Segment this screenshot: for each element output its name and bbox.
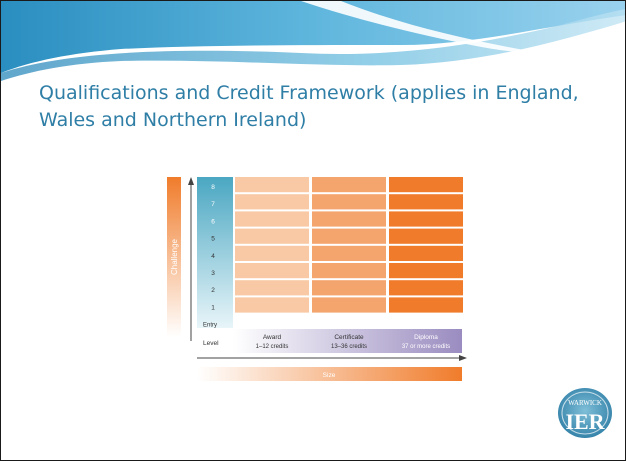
logo-main-text: IER xyxy=(565,409,605,434)
size-gradient-band xyxy=(197,367,462,381)
grid-cell xyxy=(235,280,309,296)
grid-cell xyxy=(235,194,309,210)
column-name-label: Certificate xyxy=(334,334,364,341)
grid-cell xyxy=(389,211,463,227)
column-credits-label: 1–12 credits xyxy=(256,344,289,350)
grid-cell xyxy=(389,194,463,210)
grid-cell xyxy=(235,297,309,313)
column-credits-label: 13–36 credits xyxy=(331,344,367,350)
column-name-label: Award xyxy=(263,334,282,341)
grid-cell xyxy=(235,263,309,279)
grid-cell xyxy=(312,245,386,261)
header-swoosh xyxy=(1,1,625,81)
size-axis-label: Size xyxy=(323,372,336,379)
footer-band xyxy=(233,329,462,353)
grid-cell xyxy=(389,280,463,296)
grid-cell xyxy=(312,297,386,313)
level-label: Entry xyxy=(203,323,217,329)
grid-cell xyxy=(312,177,386,193)
grid-cell xyxy=(312,280,386,296)
column-credits-label: 37 or more credits xyxy=(402,344,450,350)
grid-cell xyxy=(389,245,463,261)
grid-cell xyxy=(389,177,463,193)
level-label: 4 xyxy=(211,253,215,260)
grid-cell xyxy=(312,211,386,227)
grid-cell xyxy=(389,263,463,279)
slide-title: Qualifications and Credit Framework (app… xyxy=(39,82,579,131)
level-label: 7 xyxy=(211,201,215,208)
grid-cell xyxy=(312,263,386,279)
level-label: 1 xyxy=(211,304,215,311)
level-label: 5 xyxy=(211,236,215,243)
grid-cell xyxy=(235,245,309,261)
size-axis-arrowhead xyxy=(459,355,467,361)
column-name-label: Diploma xyxy=(414,334,438,341)
level-header: Level xyxy=(203,340,219,347)
grid-cell xyxy=(235,177,309,193)
grid-cell xyxy=(235,228,309,244)
level-label: 2 xyxy=(211,287,215,294)
level-column xyxy=(197,177,233,328)
challenge-axis-label: Challenge xyxy=(170,238,179,275)
challenge-axis-arrowhead xyxy=(188,177,194,185)
warwick-ier-logo: WARWICK IER xyxy=(558,388,612,438)
grid-cell xyxy=(312,228,386,244)
level-label: 8 xyxy=(211,184,215,191)
grid-cell xyxy=(235,211,309,227)
level-label: 6 xyxy=(211,218,215,225)
level-label: 3 xyxy=(211,270,215,277)
grid-cell xyxy=(312,194,386,210)
grid-cell xyxy=(389,297,463,313)
challenge-gradient-band xyxy=(167,177,181,337)
grid-cell xyxy=(389,228,463,244)
logo-top-text: WARWICK xyxy=(568,399,602,407)
